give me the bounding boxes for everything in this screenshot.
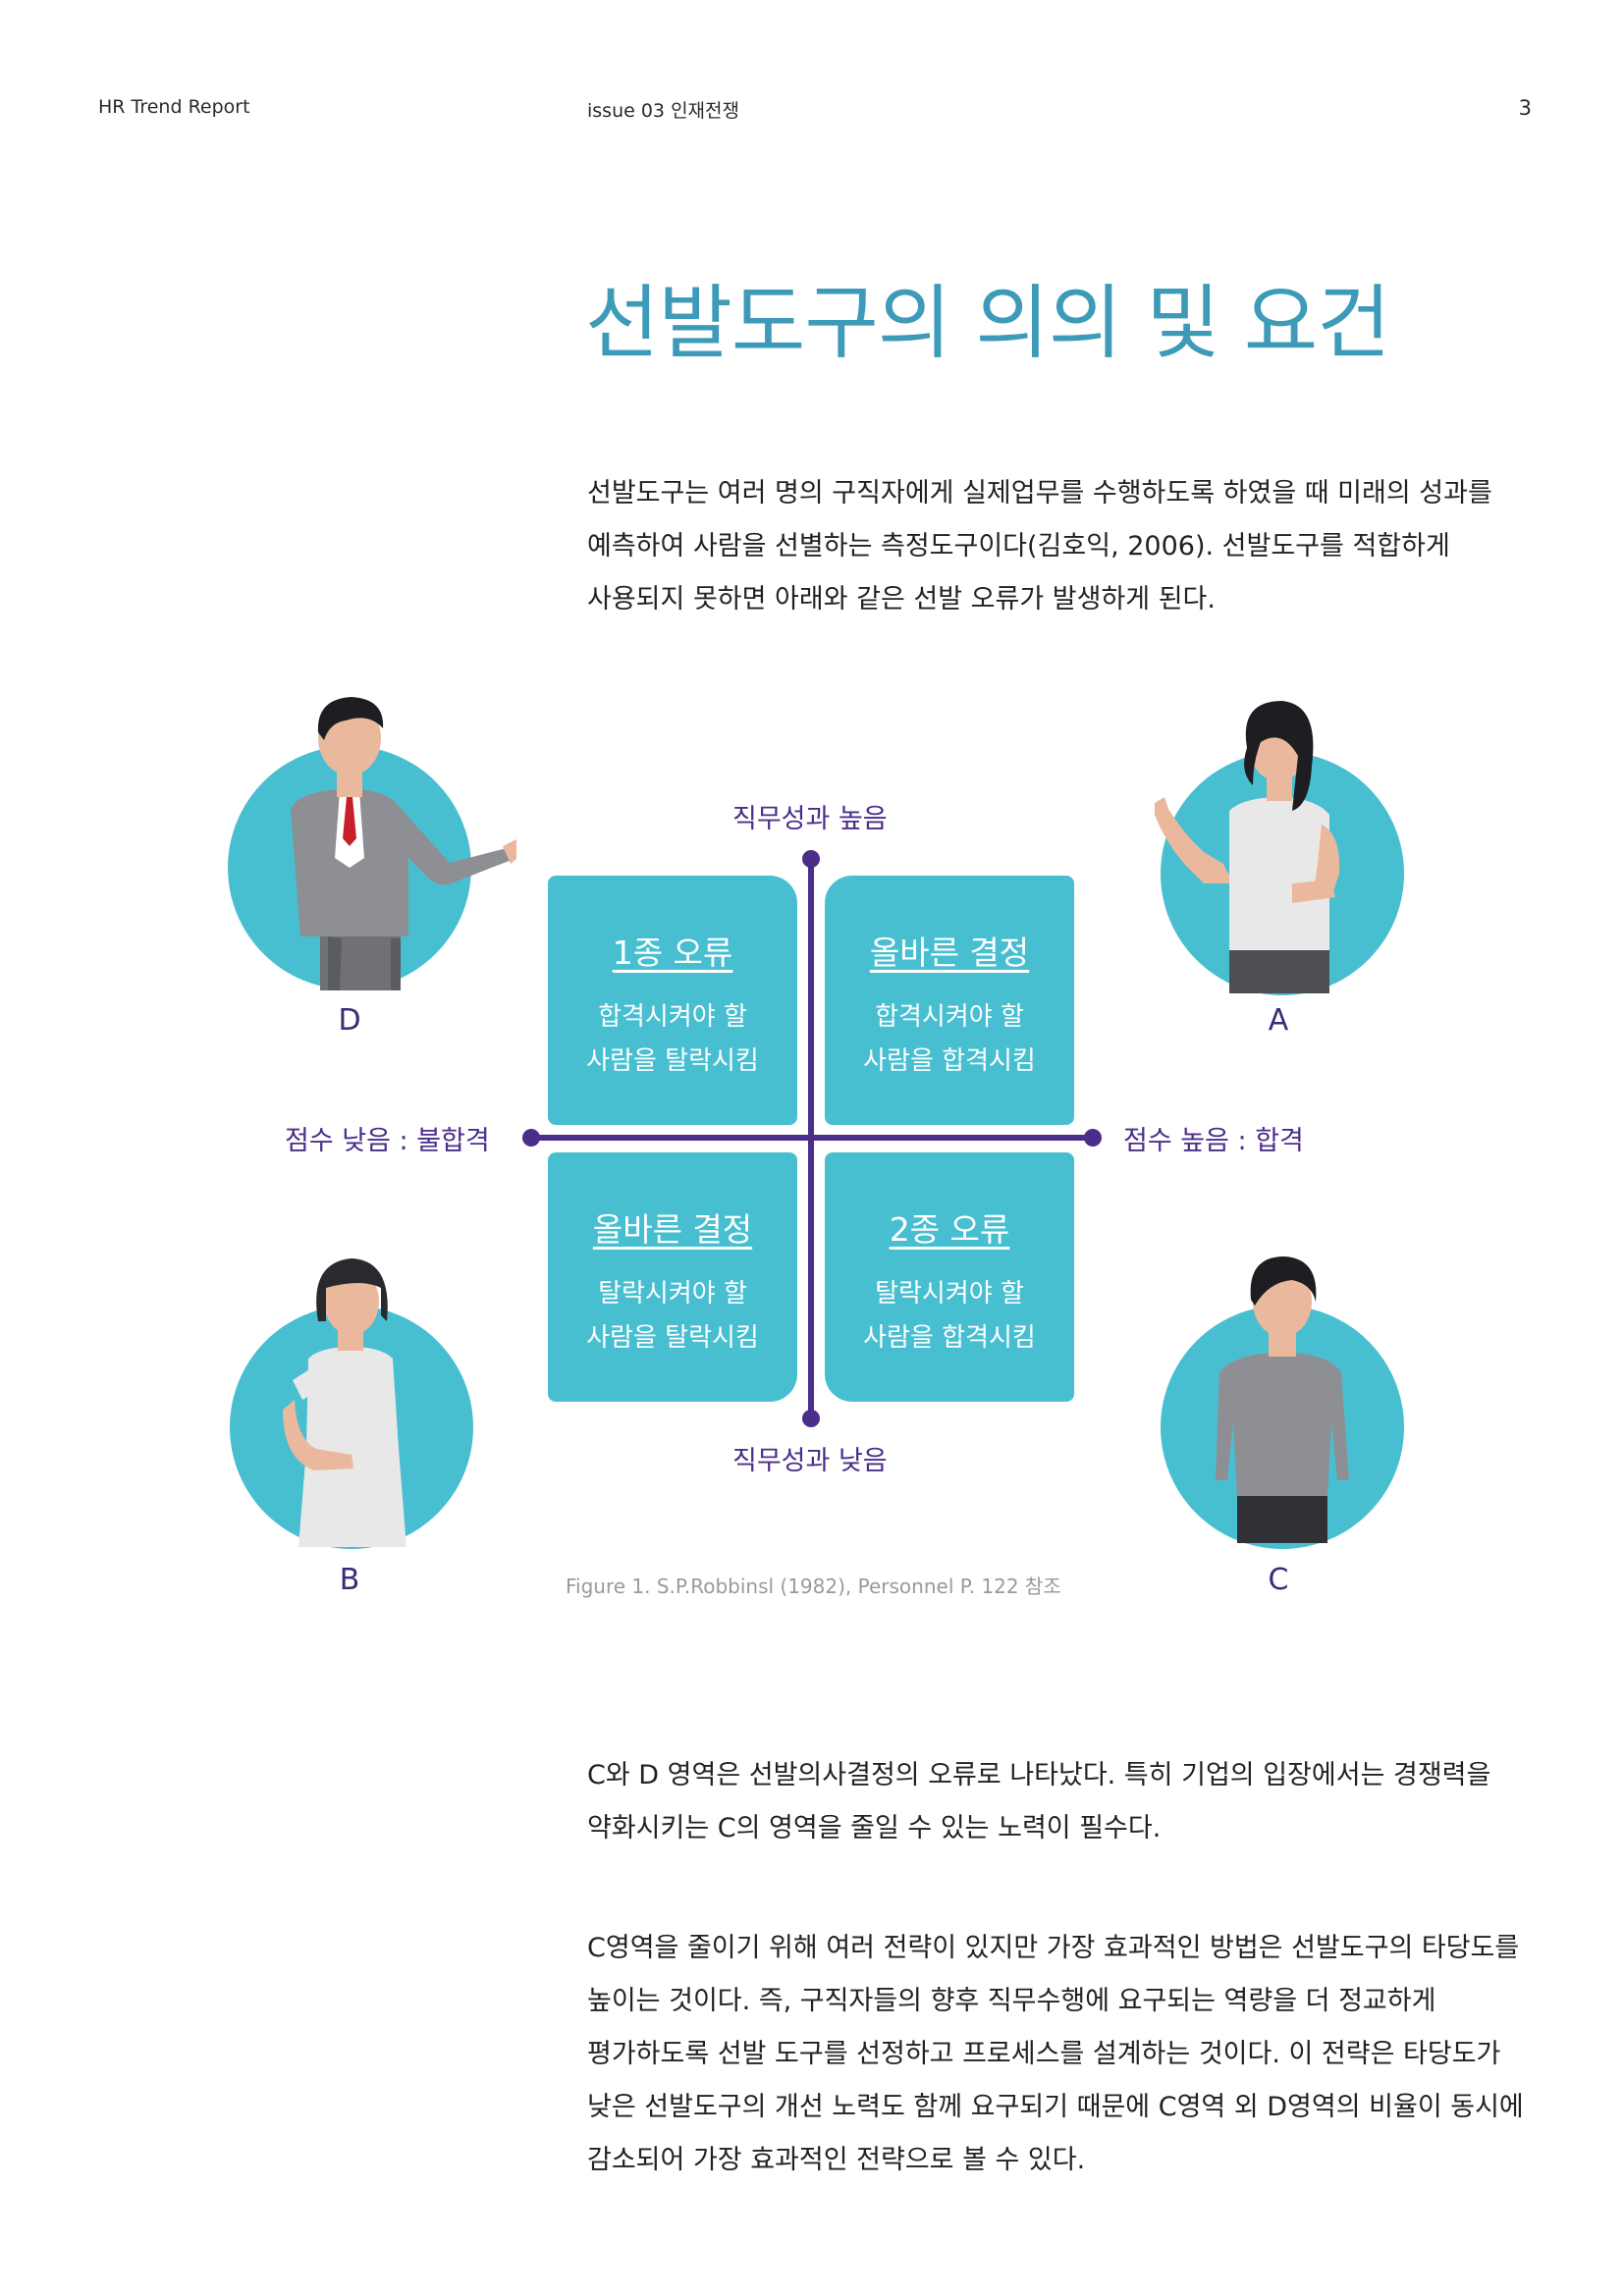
intro-line: 사용되지 못하면 아래와 같은 선발 오류가 발생하게 된다. — [587, 584, 1216, 614]
quadrant-type1-error: 1종 오류 합격시켜야 할 사람을 탈락시킴 — [548, 876, 797, 1125]
person-label-b: B — [339, 1563, 360, 1597]
person-label-c: C — [1268, 1563, 1289, 1597]
issue-label: issue 03 인재전쟁 — [587, 100, 739, 122]
figure-caption: Figure 1. S.P.Robbinsl (1982), Personnel… — [566, 1575, 1061, 1598]
quadrant-desc-line: 탈락시켜야 할 — [875, 1279, 1024, 1308]
person-b-illustration — [230, 1258, 473, 1549]
quadrant-desc-line: 사람을 합격시킴 — [863, 1323, 1036, 1353]
person-a-illustration — [1155, 701, 1404, 995]
quadrant-correct-reject: 올바른 결정 탈락시켜야 할 사람을 탈락시킴 — [548, 1152, 797, 1402]
axis-label-right: 점수 높음 : 합격 — [1123, 1126, 1304, 1156]
page-number: 3 — [1518, 96, 1532, 120]
page-title: 선발도구의 의의 및 요건 — [585, 277, 1391, 370]
axis-dot-left — [522, 1129, 540, 1147]
quadrant-desc-line: 탈락시켜야 할 — [598, 1279, 747, 1308]
quadrant-desc-line: 합격시켜야 할 — [598, 1002, 747, 1032]
axis-dot-right — [1084, 1129, 1102, 1147]
quadrant-desc-line: 합격시켜야 할 — [875, 1002, 1024, 1032]
body-line: C와 D 영역은 선발의사결정의 오류로 나타났다. 특히 기업의 입장에서는 … — [587, 1760, 1491, 1790]
intro-line: 예측하여 사람을 선별하는 측정도구이다(김호익, 2006). 선발도구를 적… — [587, 531, 1450, 561]
axis-dot-bottom — [802, 1410, 820, 1427]
vertical-axis — [808, 856, 814, 1419]
body-line: 낮은 선발도구의 개선 노력도 함께 요구되기 때문에 C영역 외 D영역의 비… — [587, 2092, 1524, 2122]
intro-paragraph: 선발도구는 여러 명의 구직자에게 실제업무를 수행하도록 하였을 때 미래의 … — [587, 467, 1549, 626]
axis-label-left: 점수 낮음 : 불합격 — [285, 1126, 490, 1156]
quadrant-desc-line: 사람을 합격시킴 — [863, 1046, 1036, 1076]
axis-dot-top — [802, 850, 820, 868]
body-line: 높이는 것이다. 즉, 구직자들의 향후 직무수행에 요구되는 역량을 더 정교… — [587, 1986, 1436, 2016]
report-name: HR Trend Report — [98, 96, 250, 118]
axis-label-top: 직무성과 높음 — [732, 804, 888, 834]
body-line: C영역을 줄이기 위해 여러 전략이 있지만 가장 효과적인 방법은 선발도구의… — [587, 1933, 1520, 1963]
person-c-illustration — [1161, 1256, 1404, 1549]
body-line: 감소되어 가장 효과적인 전략으로 볼 수 있다. — [587, 2145, 1086, 2175]
quadrant-type2-error: 2종 오류 탈락시켜야 할 사람을 합격시킴 — [825, 1152, 1074, 1402]
person-label-a: A — [1268, 1003, 1289, 1038]
person-label-d: D — [338, 1003, 361, 1038]
person-d-illustration — [228, 697, 516, 990]
body-paragraph-1: C와 D 영역은 선발의사결정의 오류로 나타났다. 특히 기업의 입장에서는 … — [587, 1749, 1549, 1855]
quadrant-title: 2종 오류 — [889, 1210, 1010, 1249]
axis-label-bottom: 직무성과 낮음 — [732, 1446, 888, 1476]
intro-line: 선발도구는 여러 명의 구직자에게 실제업무를 수행하도록 하였을 때 미래의 … — [587, 478, 1492, 508]
quadrant-desc-line: 사람을 탈락시킴 — [586, 1323, 759, 1353]
quadrant-correct-accept: 올바른 결정 합격시켜야 할 사람을 합격시킴 — [825, 876, 1074, 1125]
body-line: 약화시키는 C의 영역을 줄일 수 있는 노력이 필수다. — [587, 1813, 1162, 1843]
quadrant-desc-line: 사람을 탈락시킴 — [586, 1046, 759, 1076]
quadrant-title: 올바른 결정 — [592, 1210, 753, 1249]
body-paragraph-2: C영역을 줄이기 위해 여러 전략이 있지만 가장 효과적인 방법은 선발도구의… — [587, 1922, 1549, 2187]
body-line: 평가하도록 선발 도구를 선정하고 프로세스를 설계하는 것이다. 이 전략은 … — [587, 2039, 1501, 2069]
quadrant-title: 1종 오류 — [612, 934, 733, 972]
quadrant-title: 올바른 결정 — [869, 934, 1030, 972]
